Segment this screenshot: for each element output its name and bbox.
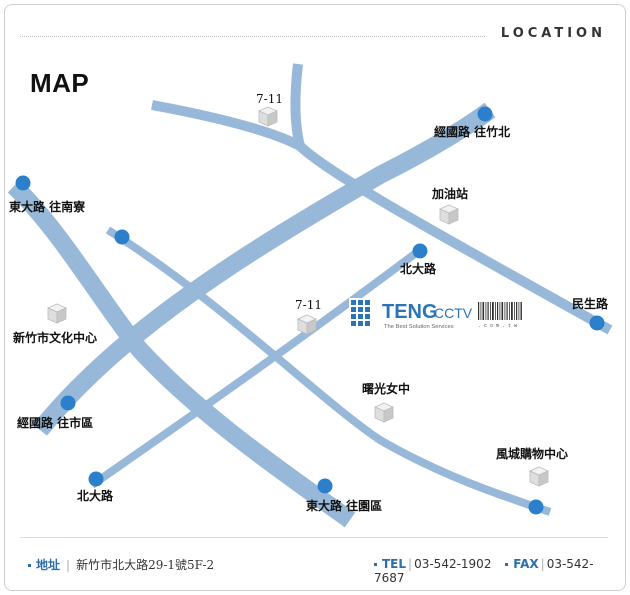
road-jingguo [32, 102, 496, 436]
label-jingguo-city: 經國路 往市區 [17, 415, 93, 430]
marker-dongda-nanliao[interactable] [15, 175, 31, 191]
label-shuguang: 曙光女中 [362, 381, 410, 396]
road-network [7, 63, 613, 528]
marker-dongda-yuanqu[interactable] [317, 478, 333, 494]
bullet-icon [374, 563, 377, 566]
label-gas-station: 加油站 [431, 186, 468, 201]
page-title: LOCATION [494, 26, 606, 41]
tel-group: TEL|03-542-1902 [374, 557, 491, 571]
road-top-branch [151, 63, 308, 156]
marker-beida-south[interactable] [88, 471, 104, 487]
address-label: 地址 [36, 558, 61, 572]
logo-tagline: The Best Solution Services [384, 324, 454, 330]
label-jingguo-zhubei: 經國路 往竹北 [434, 124, 510, 139]
label-culture-center: 新竹市文化中心 [13, 330, 97, 345]
fax-group: FAX|03-542-7687 [374, 557, 594, 585]
label-7-11-mid: 7-11 [295, 298, 322, 312]
header-divider [20, 36, 485, 37]
map-labels: 7-11 經國路 往竹北 東大路 往南寮 加油站 北大路 民生路 7-11 新竹… [9, 92, 609, 513]
label-beida-south: 北大路 [77, 488, 114, 503]
building-icon [374, 402, 394, 423]
separator: | [408, 557, 413, 571]
bullet-icon [28, 564, 31, 567]
logo-brand: TENG [382, 301, 438, 323]
bullet-icon [505, 563, 509, 566]
tel-label: TEL [382, 557, 407, 571]
marker-fengcheng[interactable] [528, 499, 544, 515]
logo-brand-suffix: CCTV [434, 305, 473, 321]
label-dongda-nanliao: 東大路 往南寮 [9, 199, 86, 214]
logo-grid-icon [351, 300, 370, 326]
building-icon [258, 106, 278, 127]
footer-address: 地址 | 新竹市北大路29-1號5F-2 [28, 556, 214, 573]
label-7-11-top: 7-11 [256, 92, 283, 106]
marker-beida-north[interactable] [412, 243, 428, 259]
road-beida [89, 246, 423, 489]
tel-value[interactable]: 03-542-1902 [414, 557, 492, 571]
barcode-icon [478, 302, 522, 320]
road-minsheng [296, 142, 613, 335]
building-icon [439, 204, 459, 225]
map-title: MAP [30, 68, 90, 98]
separator: | [66, 558, 71, 572]
fax-label: FAX [513, 557, 539, 571]
marker-road-west[interactable] [114, 229, 130, 245]
address-value: 新竹市北大路29-1號5F-2 [76, 558, 215, 572]
marker-minsheng[interactable] [589, 315, 605, 331]
marker-jingguo-city[interactable] [60, 395, 76, 411]
footer-divider [20, 537, 608, 538]
marker-jingguo-zhubei[interactable] [477, 106, 493, 122]
building-icon [47, 303, 67, 324]
building-icon [529, 466, 549, 487]
road-secondary [105, 226, 552, 516]
label-minsheng: 民生路 [572, 296, 609, 311]
label-fengcheng: 風城購物中心 [496, 446, 568, 461]
label-beida-north: 北大路 [400, 261, 437, 276]
logo-domain: . c o m . t w [478, 323, 517, 329]
company-logo: TENG CCTV The Best Solution Services . c… [349, 298, 522, 330]
fax-value: 03-542-7687 [374, 557, 594, 585]
separator: | [540, 557, 545, 571]
building-icon [297, 314, 317, 335]
location-markers [15, 106, 605, 515]
label-dongda-yuanqu: 東大路 往園區 [306, 498, 382, 513]
landmark-icons [47, 106, 549, 487]
road-dongda [7, 179, 356, 528]
footer-contact: TEL|03-542-1902 FAX|03-542-7687 [374, 557, 630, 585]
